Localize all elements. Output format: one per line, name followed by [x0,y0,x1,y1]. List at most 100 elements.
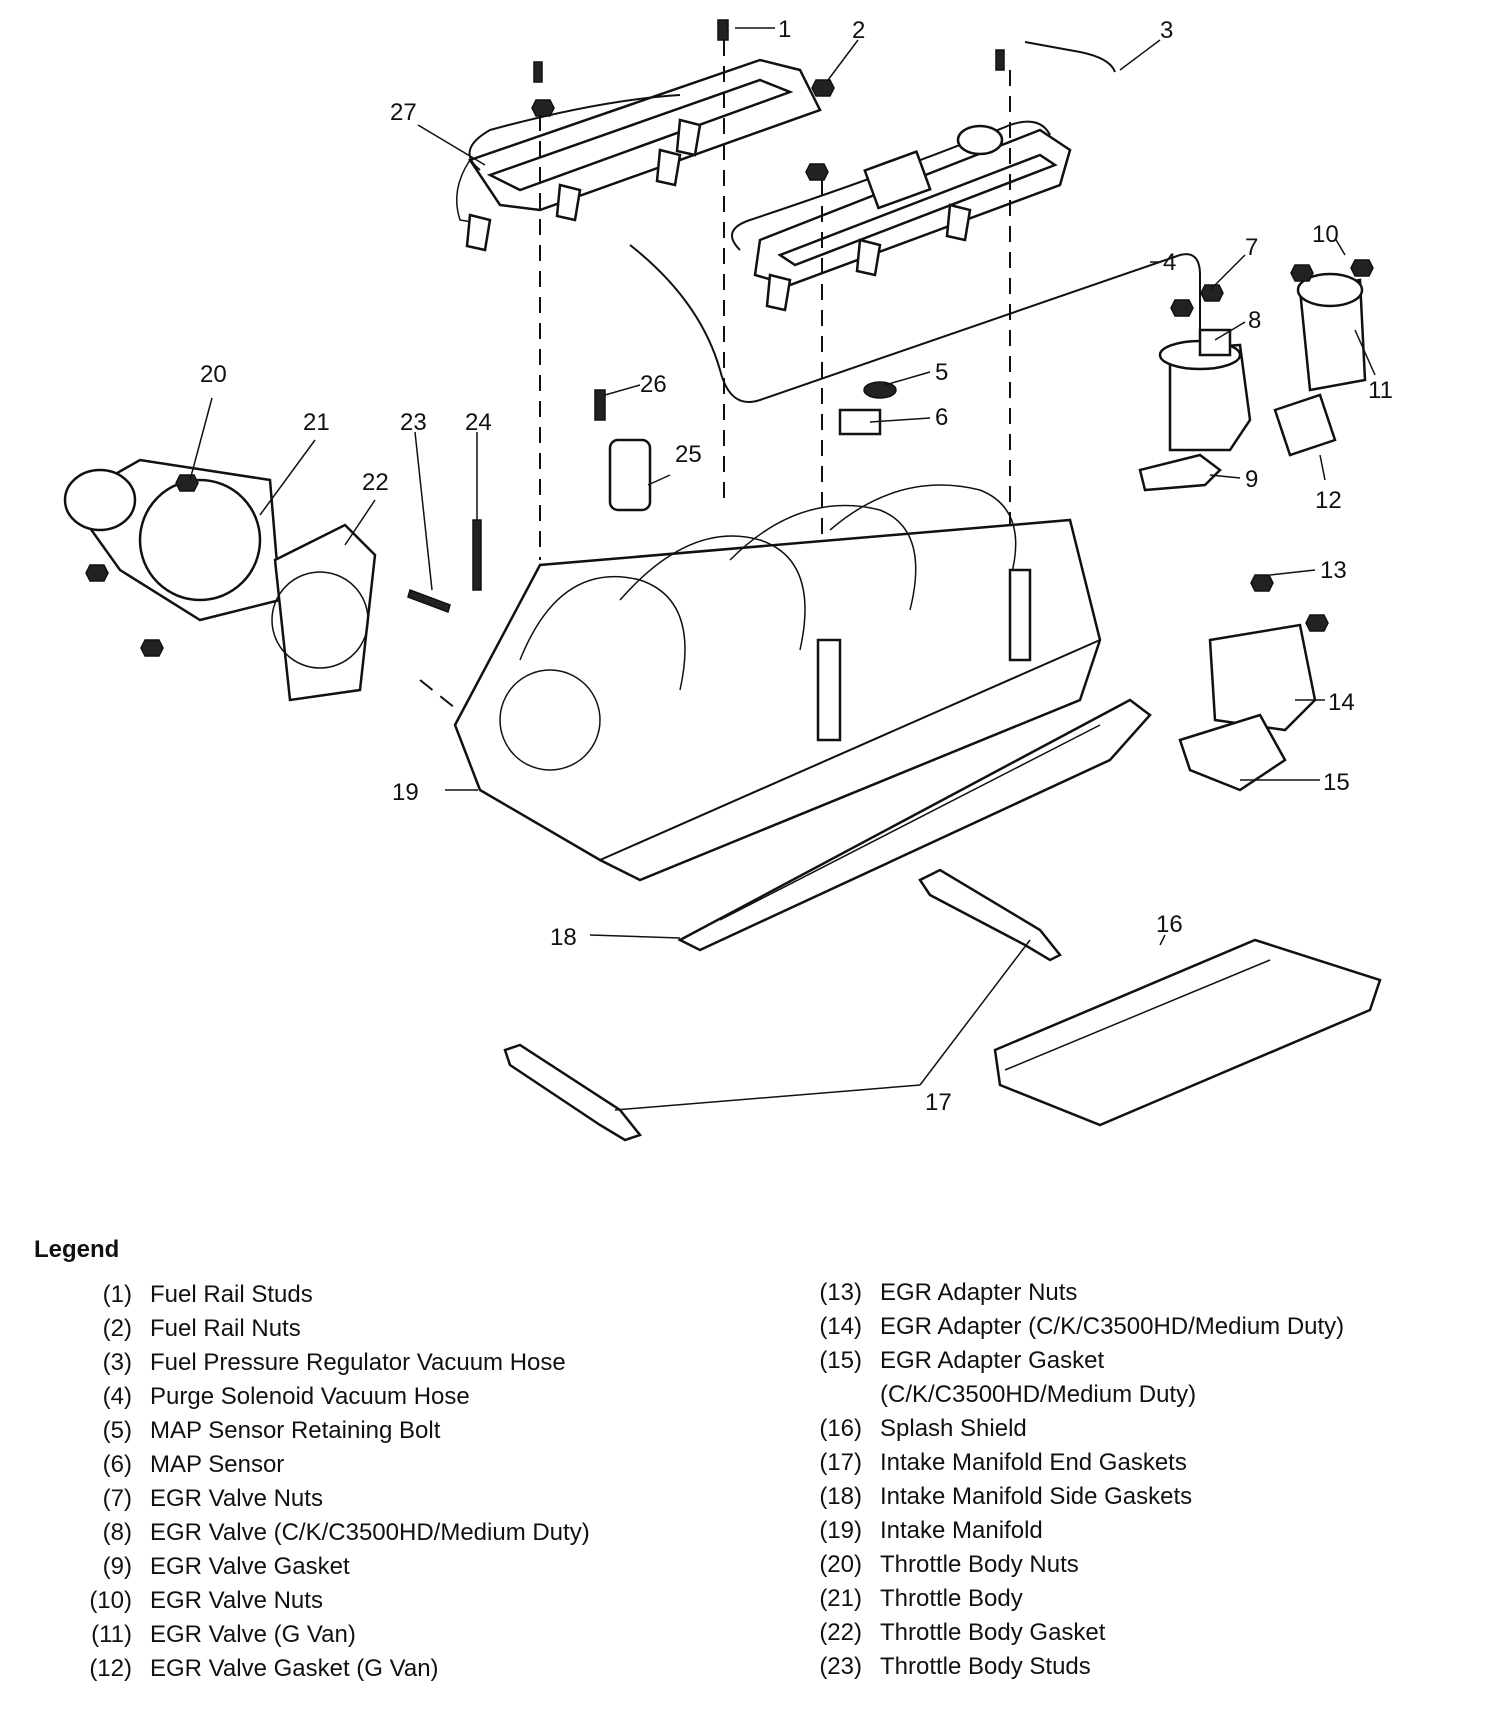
callout-2: 2 [852,17,865,44]
legend-item: (10) EGR Valve Nuts [62,1584,762,1618]
legend-item-text: Splash Shield [880,1415,1027,1442]
legend-item-number: (10) [89,1587,132,1614]
legend-item-text: Fuel Rail Nuts [150,1315,301,1342]
egr-valve-gasket [1138,453,1222,492]
callout-12: 12 [1315,487,1342,514]
callout-4: 4 [1163,249,1176,276]
callout-6: 6 [935,404,948,431]
callout-17: 17 [925,1089,952,1116]
callout-22: 22 [362,469,389,496]
legend-item: (17)Intake Manifold End Gaskets [792,1446,1472,1480]
legend-item-text: Intake Manifold Side Gaskets [880,1483,1193,1510]
legend-item-number: (13) [819,1279,862,1306]
leader-lines [189,27,1376,1111]
legend-item: (2) Fuel Rail Nuts [62,1312,762,1346]
legend-item: (6) MAP Sensor [62,1448,762,1482]
legend-item: (22) Throttle Body Gasket [792,1616,1472,1650]
egr-valve-ck [1158,284,1252,452]
throttle-body-stud [407,589,451,613]
egr-adapter-gasket [1178,713,1287,792]
legend-item: (13)EGR Adapter Nuts [792,1276,1472,1310]
manifold-bolt [472,519,482,591]
callout-7: 7 [1245,234,1258,261]
legend-item-text: Throttle Body Studs [880,1653,1091,1680]
throttle-body-gasket [271,523,377,702]
legend-item-number: (15) [819,1347,862,1374]
callout-18: 18 [550,924,577,951]
legend-item-number: (4) [102,1383,132,1410]
legend-item-number: (9) [102,1553,132,1580]
legend-title: Legend [34,1236,120,1263]
callout-19: 19 [392,779,419,806]
legend-item: (1)Fuel Rail Studs [62,1278,762,1312]
fuel-rail-assembly [455,58,1072,312]
legend-item-number: (12) [89,1655,132,1682]
legend-item: (4) Purge Solenoid Vacuum Hose [62,1380,762,1414]
legend-item-text: Throttle Body [880,1585,1023,1612]
legend-item-text: Throttle Body Nuts [880,1551,1079,1578]
legend-item: (3)Fuel Pressure Regulator Vacuum Hose [62,1346,762,1380]
legend-item-text: EGR Valve (C/K/C3500HD/Medium Duty) [150,1519,590,1546]
callout-8: 8 [1248,307,1261,334]
fuel-rail-nuts [531,79,835,181]
legend-item: (23) Throttle Body Studs [792,1650,1472,1684]
legend-item-number: (6) [102,1451,132,1478]
callout-27: 27 [390,99,417,126]
callout-9: 9 [1245,466,1258,493]
intake-manifold-side-gasket [677,698,1152,952]
callout-10: 10 [1312,221,1339,248]
legend-item: (7) EGR Valve Nuts [62,1482,762,1516]
callout-16: 16 [1156,911,1183,938]
legend-item-number: (23) [819,1653,862,1680]
legend-item-text: Throttle Body Gasket [880,1619,1106,1646]
callout-13: 13 [1320,557,1347,584]
purge-solenoid [608,438,652,512]
legend-item: (8) EGR Valve (C/K/C3500HD/Medium Duty) [62,1516,762,1550]
purge-solenoid-vacuum-hose [629,244,1201,403]
legend-item-text: EGR Adapter (C/K/C3500HD/Medium Duty) [880,1313,1345,1340]
egr-valve-g-van [1290,259,1374,392]
legend-item-number: (17) [819,1449,862,1476]
splash-shield-fold [1004,959,1271,1071]
legend-item-number: (2) [102,1315,132,1342]
legend-item-number: (18) [819,1483,862,1510]
fuel-pressure-regulator-vacuum-hose [1024,41,1116,73]
legend-item-text: EGR Valve Gasket (G Van) [150,1655,439,1682]
legend-item-number: (14) [819,1313,862,1340]
egr-valve-gasket-g-van [1273,393,1337,457]
legend-item: (15)EGR Adapter Gasket (C/K/C3500HD/Medi… [792,1344,1472,1412]
legend-item-number: (7) [102,1485,132,1512]
callout-23: 23 [400,409,427,436]
egr-adapter [1208,574,1329,732]
legend-item: (5)MAP Sensor Retaining Bolt [62,1414,762,1448]
callout-24: 24 [465,409,492,436]
callout-3: 3 [1160,17,1173,44]
callout-15: 15 [1323,769,1350,796]
intake-manifold [453,484,1102,882]
legend-item: (14) EGR Adapter (C/K/C3500HD/Medium Duty… [792,1310,1472,1344]
intake-manifold-end-gasket-left [503,1043,643,1142]
callout-25: 25 [675,441,702,468]
callout-21: 21 [303,409,330,436]
side-gasket-ports [719,724,1101,921]
legend-item-number: (16) [819,1415,862,1442]
purge-solenoid-bolt [594,389,606,421]
legend-item-text: MAP Sensor [150,1451,285,1478]
legend-item: (19)Intake Manifold [792,1514,1472,1548]
legend-list-left: (1)Fuel Rail Studs (2) Fuel Rail Nuts (3)… [62,1278,762,1686]
callout-1: 1 [778,16,791,43]
legend-item-number: (8) [102,1519,132,1546]
legend-item-text: EGR Valve Nuts [150,1587,323,1614]
legend-item-number: (19) [819,1517,862,1544]
legend-item-number: (11) [91,1621,132,1648]
intake-manifold-exploded-diagram: 1 2 3 4 5 6 7 8 9 10 11 12 13 14 15 16 1… [63,16,1393,1142]
legend-item-text: EGR Valve Gasket [150,1553,350,1580]
legend-item-number: (22) [819,1619,862,1646]
callout-26: 26 [640,371,667,398]
legend-list-right: (13)EGR Adapter Nuts (14) EGR Adapter (C/… [792,1276,1472,1684]
legend-item-number: (20) [819,1551,862,1578]
map-sensor-retaining-bolt [863,381,897,399]
legend-item-text: Purge Solenoid Vacuum Hose [150,1383,470,1410]
callout-5: 5 [935,359,948,386]
legend-item-text: EGR Valve Nuts [150,1485,323,1512]
